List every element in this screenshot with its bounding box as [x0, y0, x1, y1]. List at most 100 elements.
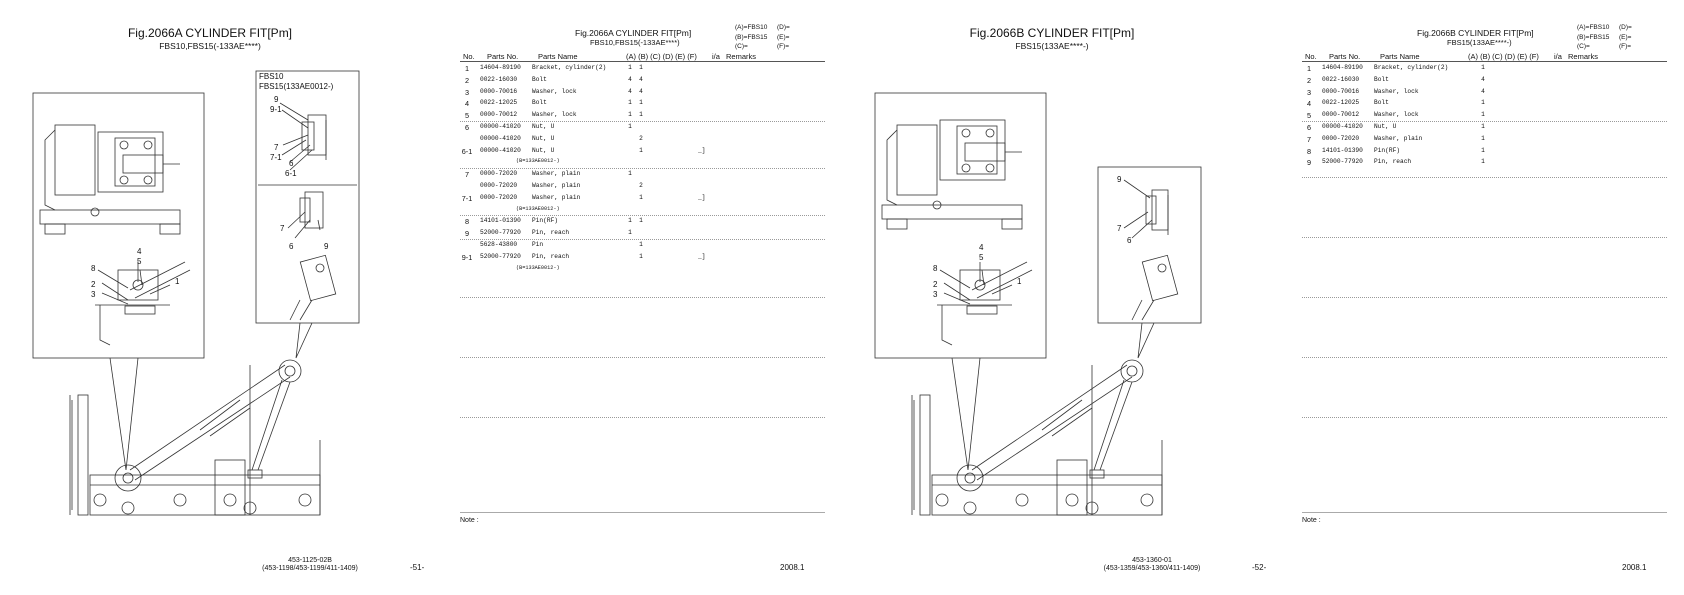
part-number: 00000-41020 [480, 134, 521, 142]
page1-parts-list: Fig.2066A CYLINDER FIT[Pm] FBS10,FBS15(-… [460, 0, 830, 595]
part-index: 2 [1306, 75, 1312, 85]
callout-1: 1 [1017, 277, 1022, 286]
part-number: 52000-77920 [480, 252, 521, 260]
qty-b: 4 [639, 75, 643, 83]
part-index: 6 [464, 123, 470, 132]
part-index: 3 [464, 87, 470, 97]
part-name: Washer, lock [1374, 87, 1419, 95]
legend-b: (B)=FBS15 [1577, 33, 1610, 41]
qty-b: 1 [639, 193, 643, 201]
part-index: 8 [464, 217, 470, 227]
part-name: Washer, lock [532, 87, 577, 95]
part-number: 0000-70012 [1322, 111, 1360, 119]
interchange-mark: _] [698, 146, 706, 154]
col-models: (A) (B) (C) (D) (E) (F) [1468, 52, 1539, 61]
part-number: 0000-72020 [480, 170, 518, 178]
part-name: Nut, U [532, 134, 555, 142]
part-number: 52000-77920 [480, 229, 521, 237]
callout-7: 7 [1117, 224, 1122, 233]
qty-a: 1 [628, 64, 632, 71]
figure-title: Fig.2066B CYLINDER FIT[Pm] [969, 26, 1135, 40]
exploded-view-diagram [32, 70, 360, 516]
callout-5: 5 [979, 253, 984, 262]
row-divider [460, 168, 825, 170]
legend-d: (D)= [1619, 24, 1632, 31]
print-date: 2008.1 [780, 563, 805, 572]
qty-b: 1 [639, 252, 643, 260]
note-rule [460, 512, 825, 513]
qty-a: 1 [628, 99, 632, 107]
qty-a: 1 [628, 123, 632, 130]
table-subtitle: FBS15(133AE****-) [1447, 38, 1512, 47]
section-divider [1302, 177, 1667, 178]
figure-subtitle: FBS15(133AE****-) [1015, 41, 1089, 51]
part-number: 14101-01390 [1322, 146, 1363, 154]
callout-9b: 9 [324, 242, 329, 251]
callout-4: 4 [979, 243, 984, 252]
doc-refs: (453-1198/453-1199/411-1409) [262, 565, 358, 572]
qty-b: 1 [1481, 134, 1485, 142]
qty-b: 2 [639, 182, 643, 189]
section-divider [1302, 417, 1667, 418]
part-number: 0000-70012 [480, 111, 518, 119]
qty-a: 1 [628, 229, 632, 237]
callout-6: 6 [289, 159, 294, 168]
model-legend: (A)=FBS10(D)= (B)=FBS15(E)= (C)=(F)= [735, 23, 819, 52]
legend-a: (A)=FBS10 [1577, 24, 1610, 31]
part-number: 0022-12025 [480, 99, 518, 107]
part-name: Washer, plain [532, 170, 581, 178]
legend-d: (D)= [777, 24, 790, 31]
note-label: Note : [460, 517, 479, 524]
qty-b: 1 [1481, 111, 1485, 119]
doc-code: 453-1125-02B [288, 557, 332, 564]
part-number: 14101-01390 [480, 217, 521, 225]
part-index: 7-1 [461, 193, 473, 203]
part-number: 00000-41020 [480, 146, 521, 154]
part-number: 00000-41020 [480, 123, 521, 130]
part-number: (B=133AE0012-) [516, 264, 560, 271]
note-rule [1302, 512, 1667, 513]
part-name: Washer, plain [1374, 134, 1423, 142]
col-remarks: Remarks [1568, 52, 1599, 61]
part-number: 14604-89190 [1322, 64, 1363, 71]
section-divider [460, 297, 825, 298]
part-number: 14604-89190 [480, 64, 521, 71]
part-number: 0022-16030 [1322, 75, 1360, 83]
callout-5: 5 [137, 257, 142, 266]
part-number: 0000-72020 [480, 182, 518, 189]
col-ia: i/a [1554, 52, 1562, 61]
callout-6-1: 6-1 [285, 169, 297, 178]
page-number: -52- [1252, 563, 1267, 572]
col-no: No. [463, 52, 475, 61]
part-index: 6-1 [461, 146, 473, 156]
table-row-note: (B=133AE0012-) [460, 158, 825, 170]
part-number: 0000-70016 [480, 87, 518, 95]
section-divider [460, 357, 825, 358]
row-divider [1302, 121, 1667, 122]
callout-3: 3 [933, 290, 938, 299]
callout-6: 6 [1127, 236, 1132, 245]
page1-figure: Fig.2066A CYLINDER FIT[Pm] FBS10,FBS15(-… [0, 0, 424, 595]
part-index: 3 [1306, 87, 1312, 97]
qty-b: 1 [1481, 64, 1485, 71]
callout-4: 4 [137, 247, 142, 256]
part-index: 4 [1306, 99, 1312, 109]
col-parts-no: Parts No. [1329, 52, 1361, 61]
part-index: 5 [1306, 111, 1312, 121]
header-rule [1302, 61, 1667, 62]
part-name: Washer, lock [532, 111, 577, 119]
part-name: Bolt [1374, 99, 1389, 107]
part-name: Bolt [1374, 75, 1389, 83]
legend-f: (F)= [777, 43, 790, 50]
part-index: 9 [1306, 158, 1312, 168]
